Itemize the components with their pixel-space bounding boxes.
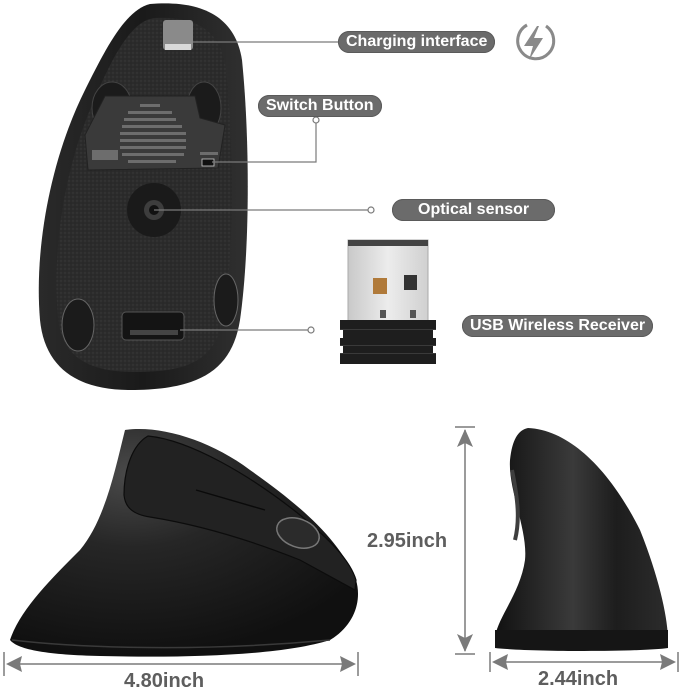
dimension-length-label: 4.80inch xyxy=(124,670,205,692)
usb-receiver-image xyxy=(340,239,436,364)
lightning-charge-icon xyxy=(516,23,556,61)
callout-optical-sensor: Optical sensor xyxy=(392,199,556,221)
mouse-front-view xyxy=(495,428,668,651)
callout-lines xyxy=(154,41,375,334)
charging-port xyxy=(163,20,193,50)
mouse-side-view xyxy=(10,429,359,657)
receiver-slot xyxy=(121,311,185,341)
callout-charging-interface: Charging interface xyxy=(338,31,496,53)
dimension-lines xyxy=(3,426,679,676)
callout-usb-wireless-receiver: USB Wireless Receiver xyxy=(462,315,654,337)
dimension-height-label: 2.95inch xyxy=(367,530,448,552)
dimension-width-label: 2.44inch xyxy=(538,668,619,690)
scroll-wheel xyxy=(276,517,320,549)
callout-switch-button: Switch Button xyxy=(258,95,382,117)
mouse-bottom-view xyxy=(38,3,248,390)
